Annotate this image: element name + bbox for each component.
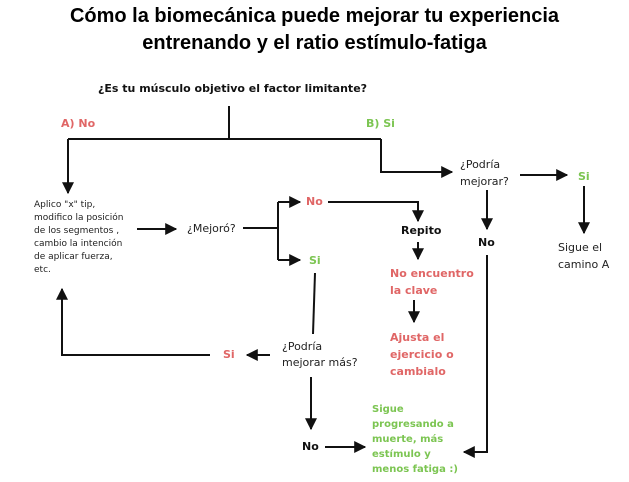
sigue-progresando-block: Sigue progresando a muerte, más estímulo… — [372, 402, 472, 477]
aplico-block: Aplico "x" tip, modifico la posición de … — [34, 199, 123, 277]
aplico-line: de los segmentos , — [34, 226, 120, 236]
sigue-progresando-line: Sigue — [372, 404, 404, 415]
connector-si1-down — [312, 272, 316, 335]
repito-node: Repito — [401, 224, 442, 237]
branch-a-no: A) No — [61, 117, 96, 130]
arrow-loop-to-aplico — [56, 287, 210, 356]
diagram-title-line1: Cómo la biomecánica puede mejorar tu exp… — [69, 5, 560, 27]
no-encuentro-line: No encuentro — [390, 267, 474, 280]
sigue-camino-line: Sigue el — [558, 241, 603, 254]
mejoro-si: Si — [309, 254, 321, 267]
main-question: ¿Es tu músculo objetivo el factor limita… — [98, 82, 368, 95]
ajusta-line: cambialo — [390, 365, 446, 378]
arrow-to-podria — [380, 139, 454, 178]
podria-no: No — [478, 236, 495, 249]
podria-mas-si: Si — [223, 348, 235, 361]
podria-line: mejorar? — [460, 175, 509, 188]
sigue-progresando-line: progresando a — [372, 419, 454, 430]
diagram-title-line2: entrenando y el ratio estímulo-fatiga — [142, 32, 487, 54]
ajusta-block: Ajusta el ejercicio o cambialo — [390, 329, 480, 380]
sigue-camino-block: Sigue el camino A — [558, 239, 609, 273]
arrow-no3-to-sigue-progresando — [462, 255, 488, 458]
aplico-line: etc. — [34, 265, 51, 275]
sigue-progresando-line: menos fatiga :) — [372, 464, 458, 475]
aplico-line: modifico la posición — [34, 213, 124, 223]
podria-mas-no: No — [302, 440, 319, 453]
podria-mas-line: ¿Podría — [282, 340, 323, 353]
sigue-camino-line: camino A — [558, 258, 610, 271]
podria-mejorar-block: ¿Podría mejorar? — [460, 156, 509, 190]
arrow-to-repito — [328, 201, 424, 223]
ajusta-line: ejercicio o — [390, 348, 454, 361]
no-encuentro-block: No encuentro la clave — [390, 265, 490, 299]
aplico-line: Aplico "x" tip, — [34, 200, 96, 210]
podria-line: ¿Podría — [460, 158, 501, 171]
branch-b-si: B) Si — [366, 117, 395, 130]
podria-mas-line: mejorar más? — [282, 356, 358, 369]
sigue-progresando-line: muerte, más — [372, 434, 444, 445]
mejoro-question: ¿Mejoró? — [187, 222, 236, 235]
no-encuentro-line: la clave — [390, 284, 438, 297]
ajusta-line: Ajusta el — [390, 331, 445, 344]
mejoro-no: No — [306, 195, 323, 208]
podria-si: Si — [578, 170, 590, 183]
sigue-progresando-line: estímulo y — [372, 449, 431, 460]
podria-mejorar-mas-block: ¿Podría mejorar más? — [282, 339, 358, 371]
aplico-line: de aplicar fuerza, — [34, 252, 113, 262]
aplico-line: cambio la intención — [34, 239, 123, 249]
